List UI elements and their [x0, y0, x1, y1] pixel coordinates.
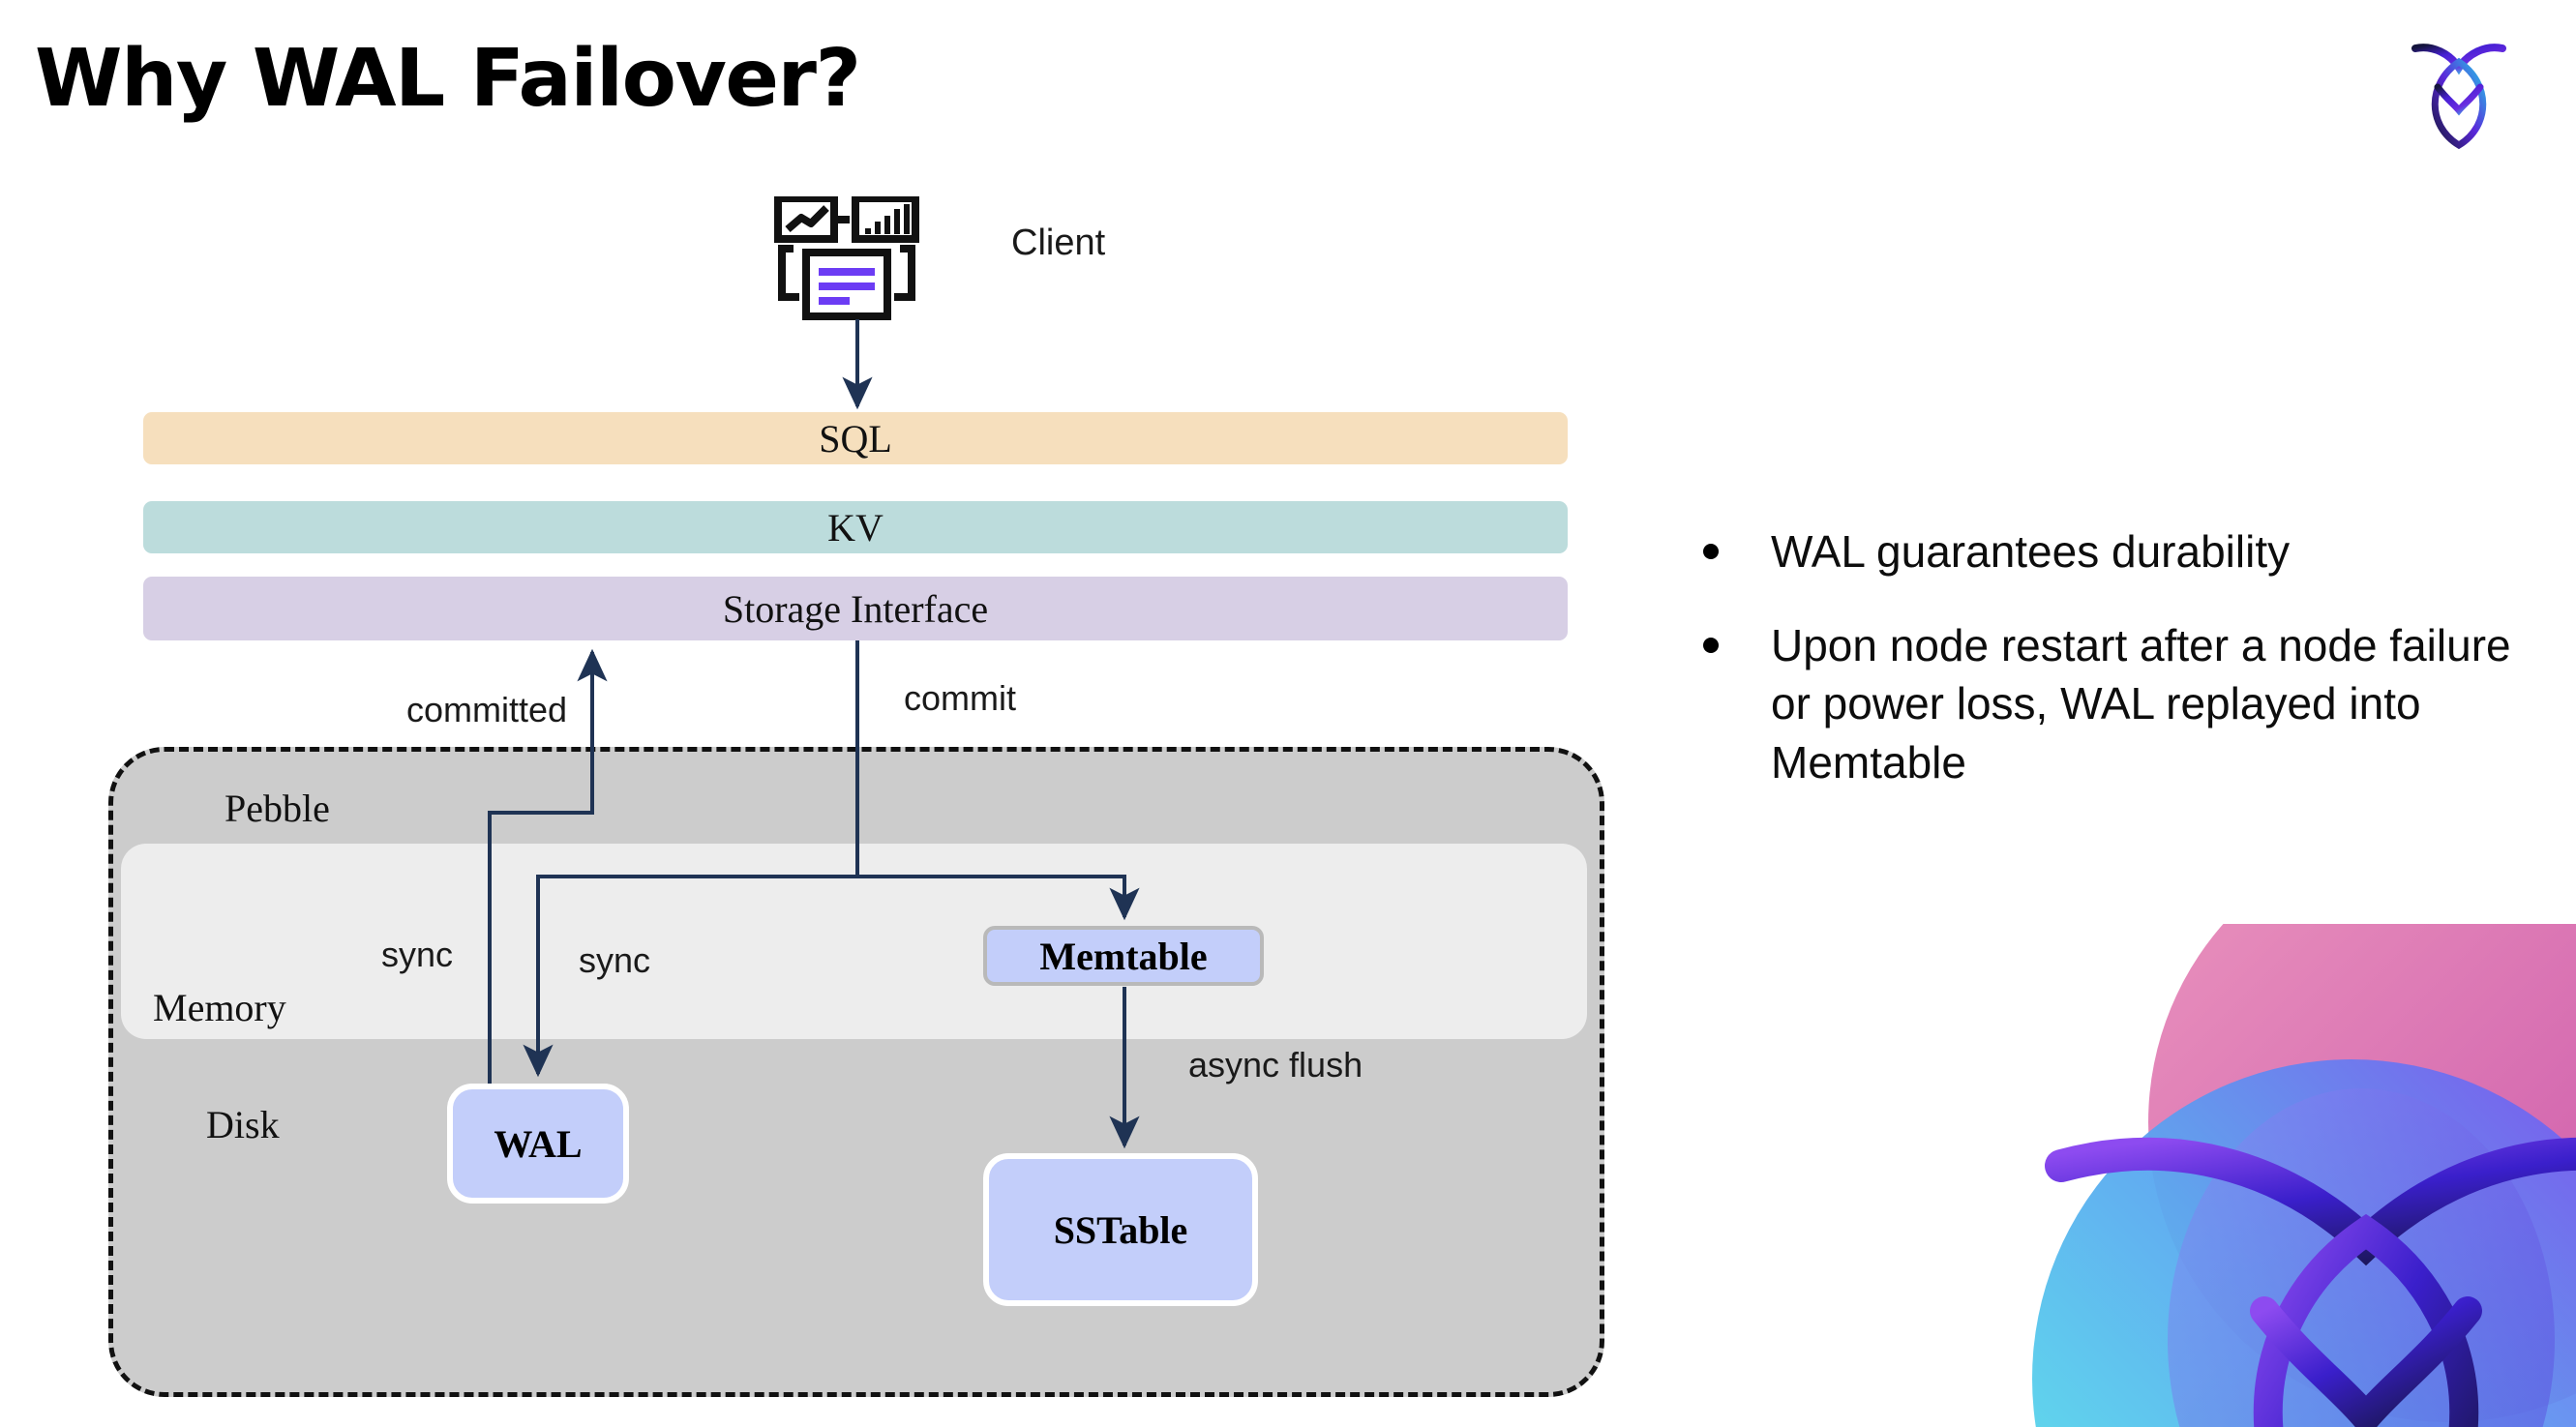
flow-label-async-flush: async flush: [1188, 1045, 1363, 1085]
pebble-label: Pebble: [225, 787, 330, 830]
layer-bar-sql: SQL: [143, 412, 1568, 464]
memory-label: Memory: [153, 986, 286, 1029]
disk-label: Disk: [206, 1103, 280, 1146]
node-label-memtable: Memtable: [1039, 934, 1208, 978]
node-memtable: Memtable: [983, 926, 1264, 986]
cockroachdb-logo-icon: [2406, 35, 2512, 151]
layer-label-storage: Storage Interface: [722, 586, 989, 631]
decorative-logo-artwork: [1945, 924, 2576, 1427]
bullet-dot-icon: [1703, 637, 1719, 653]
bullet-text: WAL guarantees durability: [1771, 526, 2291, 577]
client-terminal-icon: [774, 194, 929, 322]
list-item: WAL guarantees durability: [1703, 522, 2526, 581]
flow-label-committed: committed: [406, 690, 568, 729]
client-label: Client: [1011, 223, 1106, 263]
bullet-list: WAL guarantees durability Upon node rest…: [1703, 522, 2526, 827]
node-label-wal: WAL: [494, 1121, 583, 1166]
bullet-dot-icon: [1703, 544, 1719, 559]
layer-label-sql: SQL: [819, 416, 892, 461]
layer-label-kv: KV: [827, 505, 884, 550]
page-title: Why WAL Failover?: [35, 33, 861, 125]
memory-region-panel: [121, 844, 1587, 1039]
layer-bar-storage: Storage Interface: [143, 577, 1568, 640]
flow-label-sync-right: sync: [579, 940, 651, 980]
bullet-text: Upon node restart after a node failure o…: [1771, 619, 2511, 788]
node-sstable: SSTable: [983, 1153, 1258, 1306]
node-label-sstable: SSTable: [1053, 1207, 1188, 1252]
flow-label-commit: commit: [904, 678, 1016, 718]
layer-bar-kv: KV: [143, 501, 1568, 553]
list-item: Upon node restart after a node failure o…: [1703, 616, 2526, 792]
node-wal: WAL: [447, 1084, 629, 1204]
flow-label-sync-left: sync: [381, 935, 454, 974]
